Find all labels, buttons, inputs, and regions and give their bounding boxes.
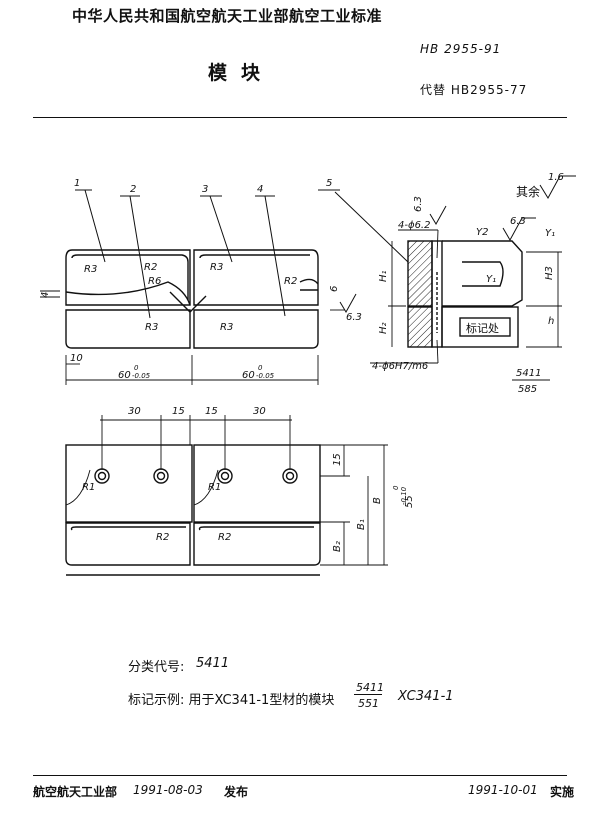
fraction-top: 5411: [516, 368, 541, 379]
tol-55-upper: 0: [392, 485, 400, 490]
label-h2: H₂: [378, 322, 389, 334]
label-r6: R6: [148, 276, 161, 287]
roughness-6-3-a: 6.3: [510, 216, 526, 227]
classification-label: 分类代号:: [128, 660, 185, 675]
footer-issue-word: 发布: [224, 785, 249, 799]
dim-15-b: 15: [205, 406, 218, 417]
part-number-1: 1: [74, 178, 80, 189]
dim-4: 4: [40, 292, 51, 298]
marking-example-label: 标记示例: 用于XC341-1型材的模块: [128, 693, 335, 708]
tol-60-b-upper: 0: [258, 364, 263, 372]
hole-spec-bottom: 4-ϕ6H7/m6: [372, 361, 428, 372]
marking-fraction-top: 5411: [356, 681, 384, 694]
label-r3-c: R3: [145, 322, 158, 333]
dim-55: 55: [404, 495, 415, 508]
label-b2: B₂: [332, 541, 343, 552]
label-y1-b: Y₁: [486, 274, 496, 285]
tol-60-a-lower: -0.05: [132, 372, 151, 380]
fraction-bottom: 585: [518, 384, 537, 395]
dim-6: 6: [329, 286, 340, 292]
label-r2-d: R2: [218, 532, 231, 543]
label-r1-b: R1: [208, 482, 221, 493]
roughness-6-3-c: 6.3: [346, 312, 362, 323]
tol-60-a-upper: 0: [134, 364, 139, 372]
label-b: B: [372, 497, 383, 504]
marking-suffix: XC341-1: [398, 689, 454, 704]
issuing-organization: 中华人民共和国航空航天工业部航空工业标准: [72, 7, 383, 25]
part-number-2: 2: [130, 184, 136, 195]
footer-rule: [33, 775, 567, 776]
label-r2-b: R2: [284, 276, 297, 287]
classification-value: 5411: [196, 656, 230, 671]
label-r3-b: R3: [210, 262, 223, 273]
footer-implement-word: 实施: [550, 785, 575, 799]
part-number-3: 3: [202, 184, 208, 195]
roughness-1-6: 1.6: [548, 172, 564, 183]
tol-60-b-lower: -0.05: [256, 372, 275, 380]
footer-issuer: 航空航天工业部: [33, 785, 118, 799]
footer-issue-date: 1991-08-03: [133, 783, 203, 797]
label-r3-a: R3: [84, 264, 97, 275]
tol-55-lower: -0.10: [400, 486, 408, 505]
dim-60-b: 60: [242, 370, 255, 381]
replaces-standard: 代替 HB2955-77: [420, 83, 528, 97]
dim-30-b: 30: [253, 406, 266, 417]
label-r3-d: R3: [220, 322, 233, 333]
dim-15-a: 15: [172, 406, 185, 417]
top-view: [65, 415, 388, 576]
hole-spec-top: 4-ϕ6.2: [398, 220, 430, 231]
label-r2-a: R2: [144, 262, 157, 273]
label-h1: H₁: [378, 270, 389, 282]
label-h3: H3: [544, 266, 555, 280]
header-rule: [33, 117, 567, 118]
part-number-4: 4: [257, 184, 263, 195]
marking-fraction-line: [354, 694, 382, 695]
front-view: [65, 249, 319, 349]
label-y2: Y2: [476, 227, 488, 238]
mark-position-label: 标记处: [466, 321, 499, 335]
standard-code: HB 2955-91: [420, 42, 502, 56]
footer-implement-date: 1991-10-01: [468, 783, 538, 797]
label-r2-c: R2: [156, 532, 169, 543]
label-y1-a: Y₁: [545, 228, 555, 239]
label-r1-a: R1: [82, 482, 95, 493]
part-number-5: 5: [326, 178, 332, 189]
section-view: [370, 229, 562, 364]
dim-60-a: 60: [118, 370, 131, 381]
roughness-general-label: 其余: [516, 184, 540, 199]
dim-30-a: 30: [128, 406, 141, 417]
document-title: 模块: [208, 62, 275, 84]
marking-fraction-bottom: 551: [358, 697, 379, 710]
dim-10: 10: [70, 353, 83, 364]
dim-15-c: 15: [332, 453, 343, 466]
roughness-6-3-b: 6.3: [413, 196, 424, 212]
label-b1: B₁: [356, 519, 367, 530]
label-h: h: [548, 316, 554, 327]
